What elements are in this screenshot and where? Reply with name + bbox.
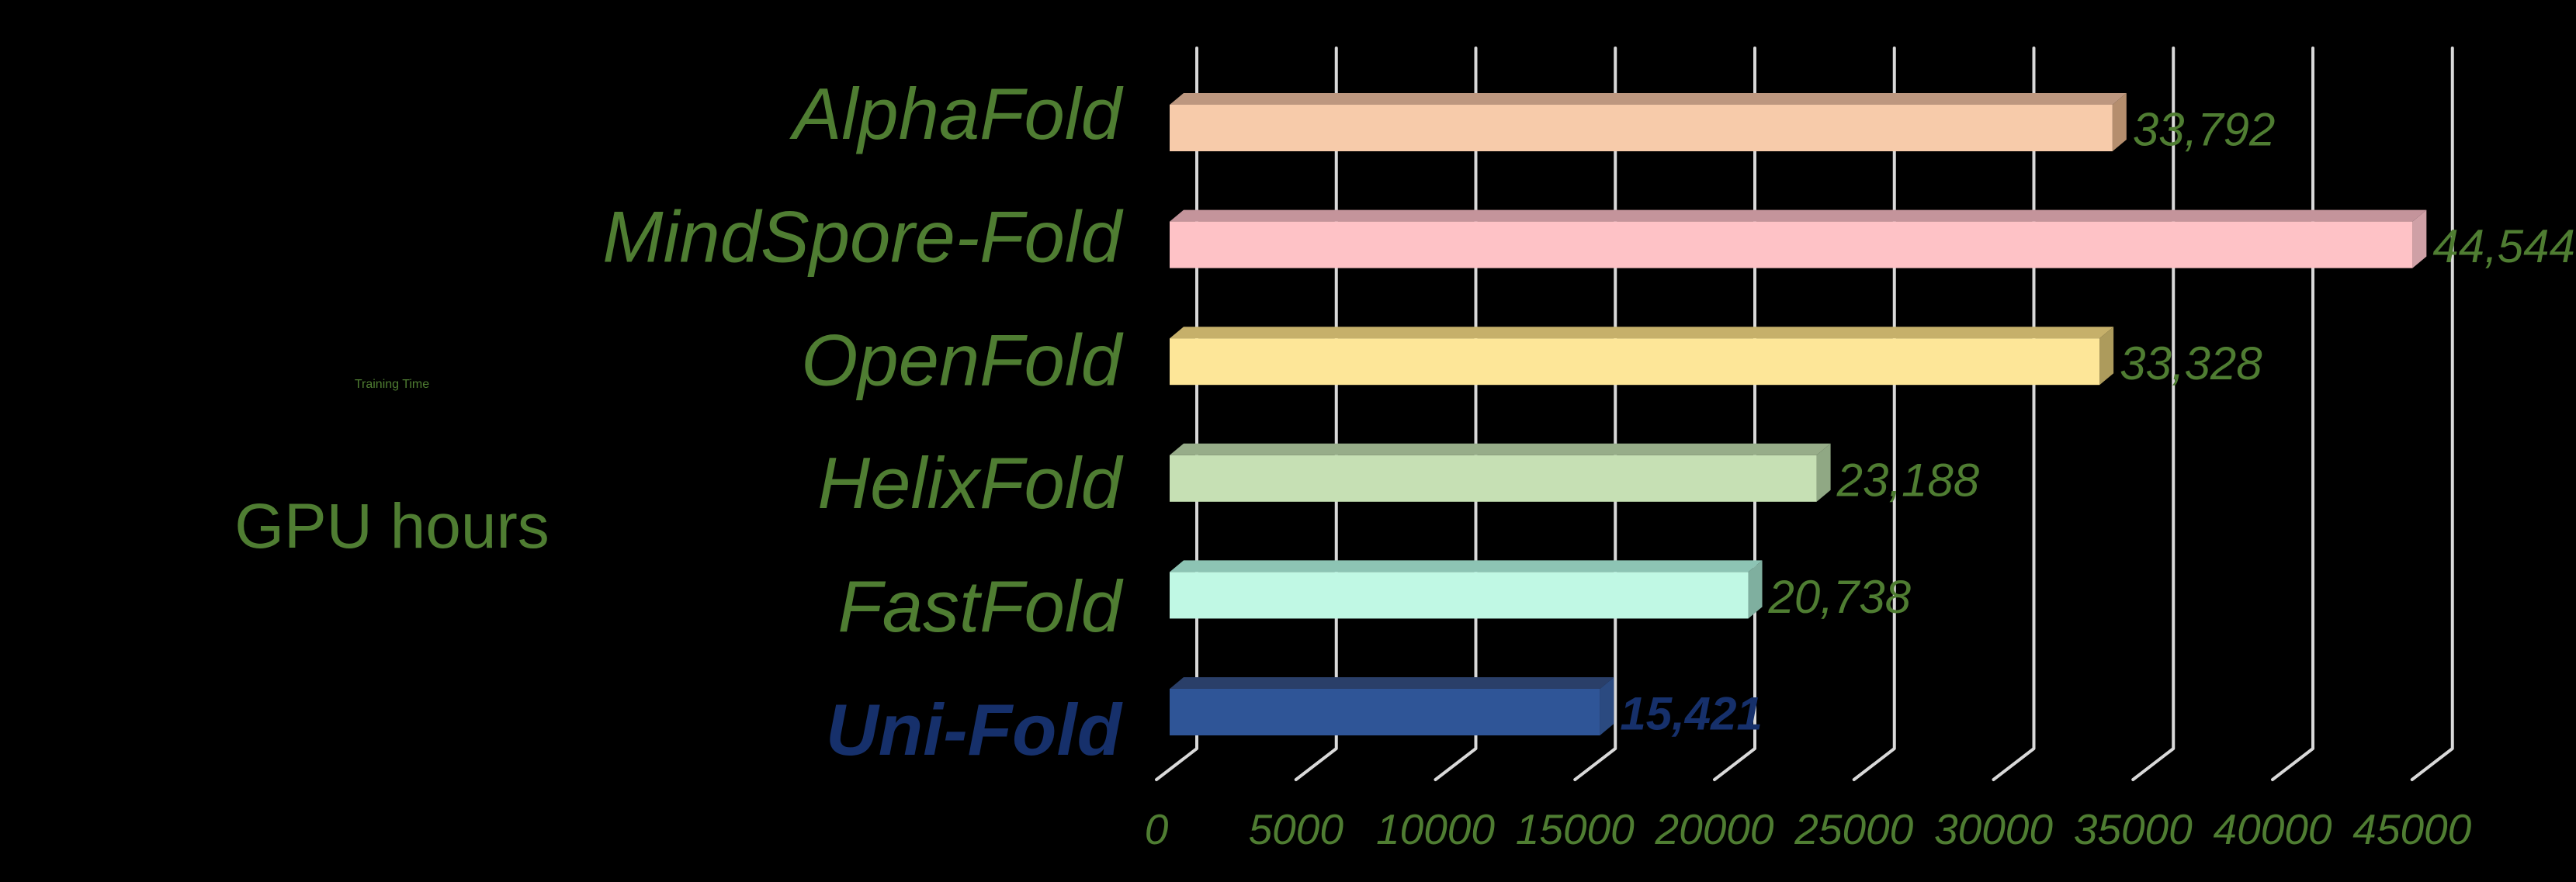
- bar-front-face: [1170, 689, 1600, 735]
- gridlines: [1155, 47, 2454, 781]
- bar-front-face: [1170, 221, 2413, 268]
- bar-side-face: [2112, 93, 2127, 151]
- gridline: [2271, 47, 2314, 781]
- x-tick-label: 20000: [1655, 805, 1774, 853]
- bar-front-face: [1170, 572, 1749, 619]
- gridline: [1992, 47, 2036, 781]
- x-tick-label: 25000: [1794, 805, 1913, 853]
- gridline: [1573, 47, 1617, 781]
- gridline: [2131, 47, 2176, 781]
- bar-top-face: [1170, 677, 1614, 689]
- value-label: 44,544: [2432, 220, 2575, 272]
- category-label: Uni-Fold: [826, 689, 1124, 770]
- bar-front-face: [1170, 105, 2113, 151]
- bar-side-face: [1748, 560, 1763, 619]
- value-label: 23,188: [1836, 454, 1980, 506]
- bars: [1170, 93, 2427, 735]
- bar-HelixFold: [1170, 443, 1831, 502]
- x-axis-tick-labels: 0 5000 10000 15000 20000 25000 30000 35000 40000…: [1145, 805, 2472, 853]
- bar-side-face: [2099, 327, 2114, 386]
- value-label: 33,328: [2120, 337, 2262, 389]
- x-tick-label: 15000: [1516, 805, 1635, 853]
- x-tick-label: 45000: [2352, 805, 2471, 853]
- bar-top-face: [1170, 93, 2127, 105]
- gridline: [2410, 47, 2454, 781]
- category-label: MindSpore-Fold: [602, 196, 1123, 278]
- bar-AlphaFold: [1170, 93, 2127, 151]
- x-tick-label: 0: [1145, 805, 1169, 853]
- x-tick-label: 40000: [2214, 805, 2332, 853]
- gridline: [1713, 47, 1756, 781]
- bar-top-face: [1170, 443, 1831, 455]
- category-label: AlphaFold: [789, 73, 1124, 154]
- chart-title: Training Time: [354, 378, 430, 391]
- bar-Uni-Fold: [1170, 677, 1614, 735]
- bar-top-face: [1170, 560, 1763, 572]
- bar-top-face: [1170, 327, 2114, 339]
- x-tick-label: 35000: [2074, 805, 2193, 853]
- bar-side-face: [1600, 677, 1614, 735]
- bar-top-face: [1170, 209, 2427, 222]
- chart-subtitle: GPU hours: [234, 491, 550, 562]
- gridline: [1155, 47, 1198, 781]
- value-label: 15,421: [1620, 688, 1763, 740]
- value-label: 33,792: [2133, 104, 2276, 156]
- value-label: 20,738: [1768, 571, 1912, 623]
- bar-FastFold: [1170, 560, 1763, 619]
- category-label: OpenFold: [801, 319, 1124, 400]
- bar-side-face: [1816, 443, 1831, 502]
- x-tick-label: 10000: [1376, 805, 1495, 853]
- bar-OpenFold: [1170, 327, 2114, 386]
- gridline: [1294, 47, 1338, 781]
- x-tick-label: 5000: [1249, 805, 1344, 853]
- category-label: HelixFold: [817, 442, 1124, 524]
- category-label: FastFold: [837, 566, 1123, 647]
- gridline: [1434, 47, 1478, 781]
- gridline: [1852, 47, 1896, 781]
- bar-front-face: [1170, 455, 1817, 502]
- x-tick-label: 30000: [1934, 805, 2053, 853]
- bar-MindSpore-Fold: [1170, 209, 2427, 268]
- bar-front-face: [1170, 338, 2100, 386]
- bar-side-face: [2412, 209, 2427, 268]
